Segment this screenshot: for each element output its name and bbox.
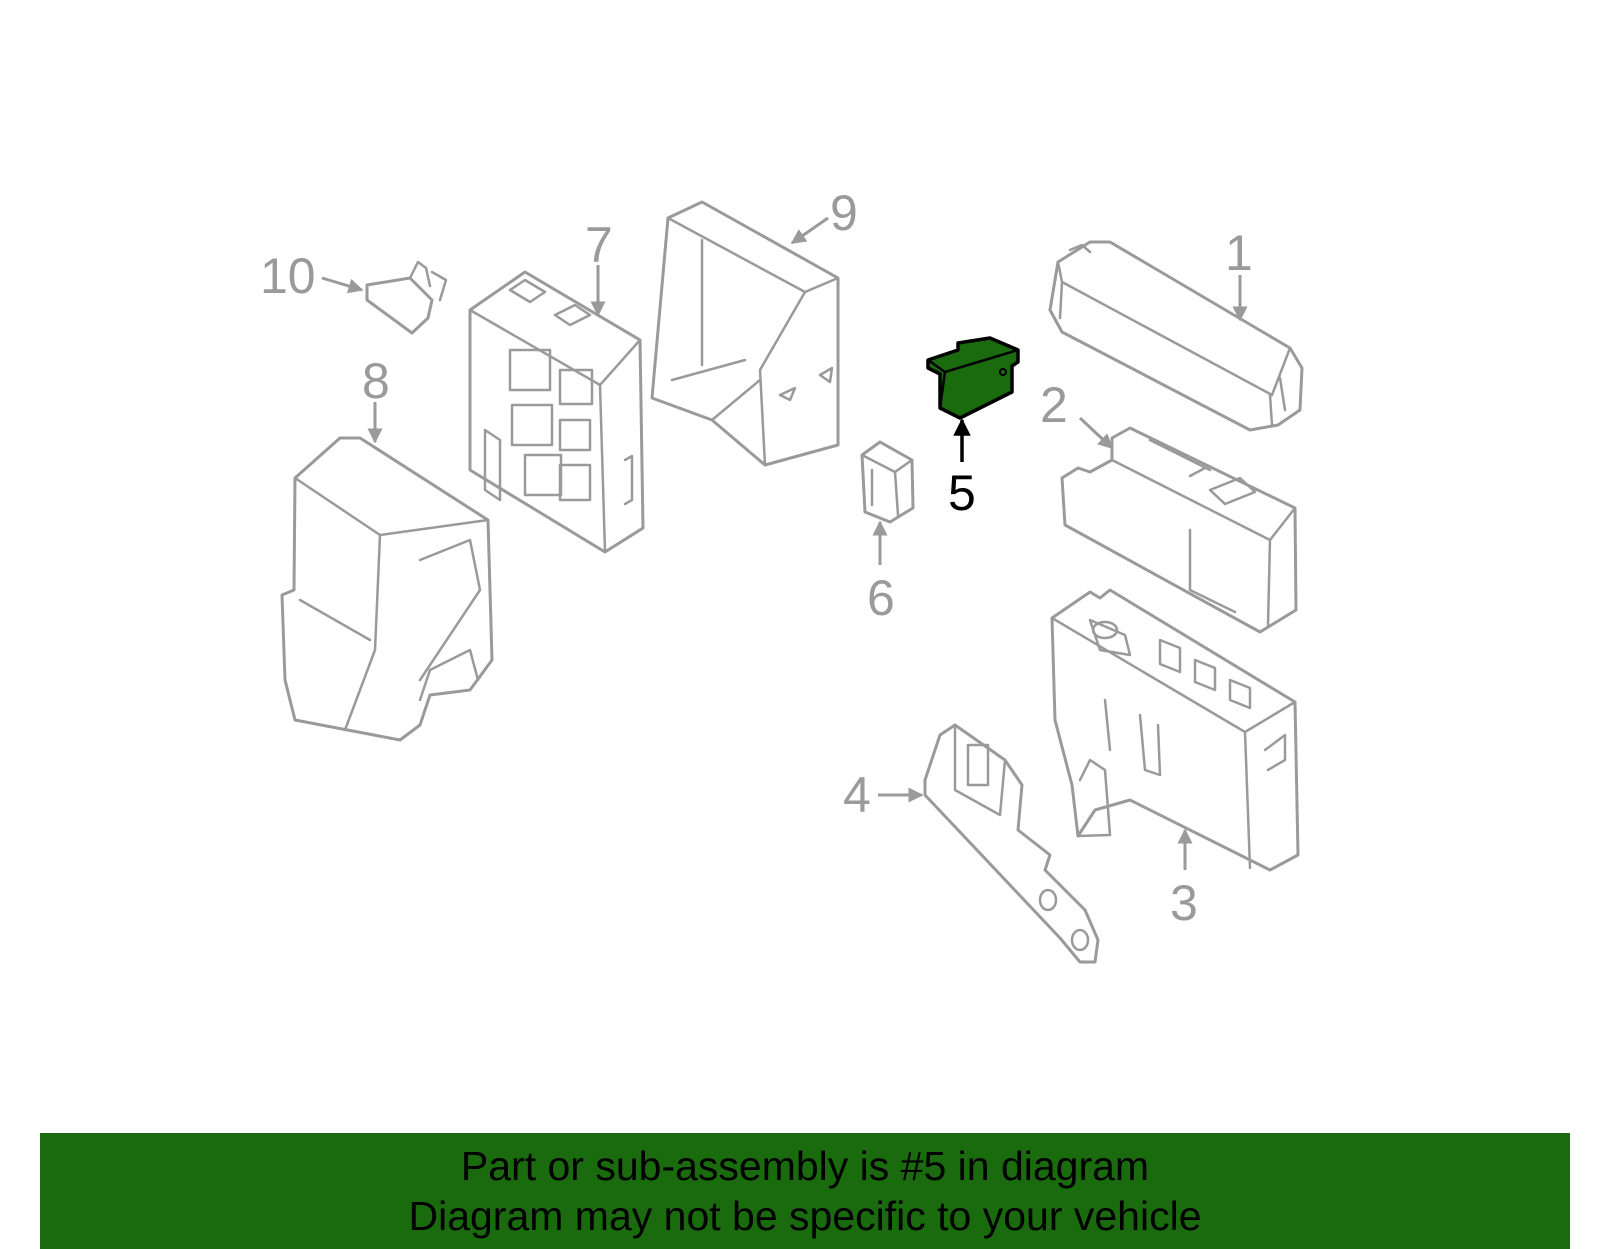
part-4-bracket[interactable]	[923, 723, 1100, 964]
banner-line-1: Part or sub-assembly is #5 in diagram	[460, 1143, 1150, 1189]
part-3-housing[interactable]	[1050, 588, 1300, 872]
part-5-highlighted[interactable]	[926, 336, 1020, 420]
part-9-bracket[interactable]	[650, 200, 840, 467]
parts-diagram: 10 7 9 8 6	[260, 185, 1304, 964]
callout-9: 9	[830, 185, 858, 241]
callout-1: 1	[1225, 225, 1253, 281]
part-2-fuse-block[interactable]	[1060, 426, 1298, 634]
part-10-fuse[interactable]	[365, 260, 448, 335]
callout-7: 7	[585, 217, 613, 273]
part-1-lid[interactable]	[1048, 240, 1304, 432]
part-7-relay-block[interactable]	[468, 270, 645, 554]
callout-2: 2	[1040, 377, 1068, 433]
callout-10: 10	[260, 248, 316, 304]
callout-5: 5	[948, 465, 976, 521]
part-6-connector[interactable]	[860, 440, 915, 524]
info-banner: Part or sub-assembly is #5 in diagram Di…	[40, 1133, 1570, 1249]
callout-8: 8	[362, 353, 390, 409]
part-8-cover[interactable]	[280, 436, 494, 742]
callout-3: 3	[1170, 875, 1198, 931]
banner-line-2: Diagram may not be specific to your vehi…	[408, 1193, 1202, 1239]
callout-4: 4	[843, 767, 871, 823]
callout-6: 6	[867, 570, 895, 626]
